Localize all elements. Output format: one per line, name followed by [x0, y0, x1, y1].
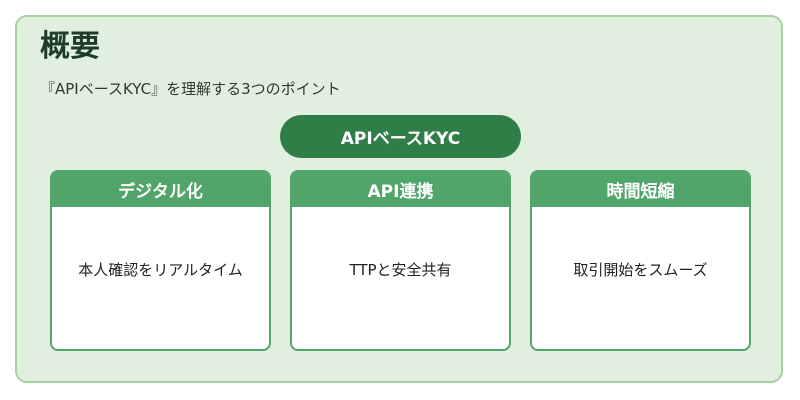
- point-card-text: 本人確認をリアルタイム: [78, 261, 243, 279]
- page-title: 概要: [40, 29, 100, 64]
- point-card-body: 取引開始をスムーズ: [532, 207, 749, 332]
- point-card-digitalization: デジタル化 本人確認をリアルタイム: [50, 170, 271, 351]
- point-card-heading: 時間短縮: [606, 182, 675, 202]
- point-card-body: TTPと安全共有: [292, 207, 509, 332]
- point-card-text: 取引開始をスムーズ: [573, 261, 708, 279]
- point-card-header: 時間短縮: [532, 172, 749, 207]
- point-card-body: 本人確認をリアルタイム: [52, 207, 269, 332]
- point-card-heading: API連携: [367, 182, 434, 202]
- point-card-text: TTPと安全共有: [349, 261, 452, 279]
- center-concept-label: APIベースKYC: [340, 129, 461, 149]
- point-card-api-integration: API連携 TTPと安全共有: [290, 170, 511, 351]
- point-card-header: API連携: [292, 172, 509, 207]
- point-card-header: デジタル化: [52, 172, 269, 207]
- point-card-time-saving: 時間短縮 取引開始をスムーズ: [530, 170, 751, 351]
- subtitle: 『APIベースKYC』を理解する3つのポイント: [40, 80, 341, 98]
- center-concept-pill: APIベースKYC: [280, 115, 521, 158]
- point-card-heading: デジタル化: [118, 182, 203, 202]
